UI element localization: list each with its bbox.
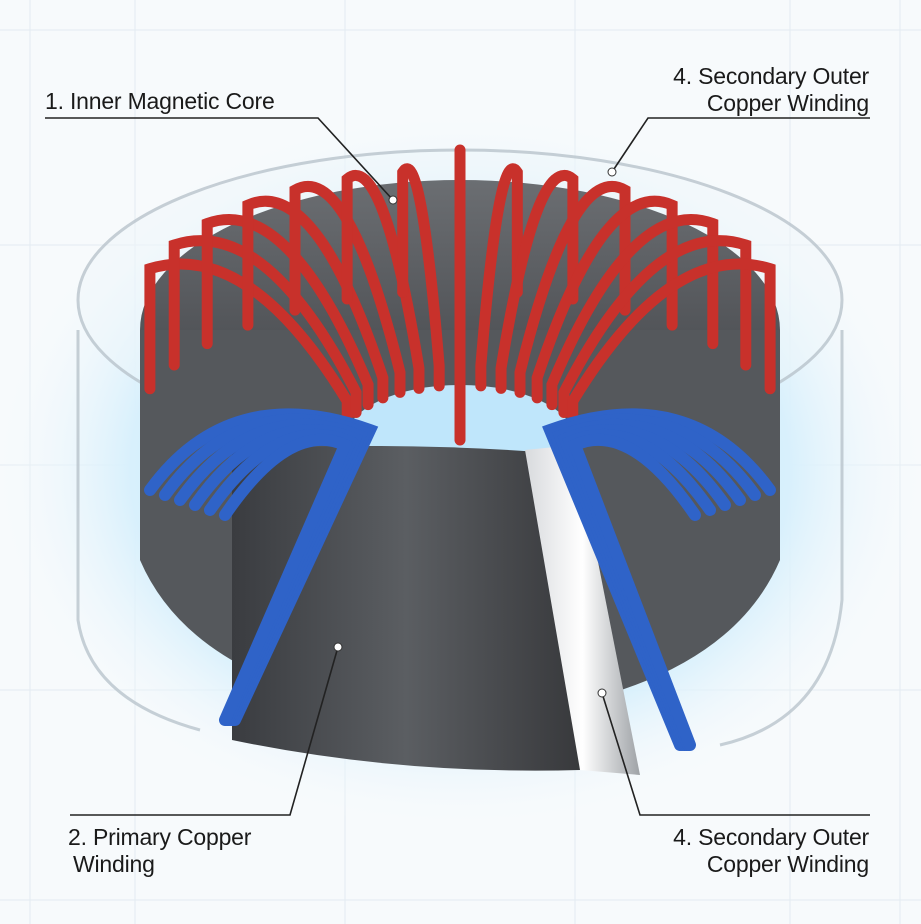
label-text: 1. Inner Magnetic Core	[45, 88, 275, 114]
label-inner-magnetic-core: 1. Inner Magnetic Core	[45, 88, 275, 115]
winding-loop	[242, 195, 389, 404]
callout-dots	[333, 167, 617, 698]
winding-loop	[495, 170, 579, 394]
leader-lines	[45, 117, 870, 816]
winding-loop	[168, 235, 362, 418]
winding-loop	[341, 170, 425, 394]
winding-loop	[514, 180, 631, 398]
label-text: 4. Secondary Outer	[673, 824, 869, 850]
winding-loop	[201, 214, 374, 411]
winding-loop	[567, 258, 776, 427]
label-secondary-winding-bottom: 4. Secondary Outer Copper Winding	[673, 824, 869, 878]
label-secondary-winding-top: 4. Secondary Outer Copper Winding	[673, 63, 869, 117]
winding-loop	[567, 433, 701, 751]
winding-loop	[397, 163, 445, 392]
secondary-blue-windings	[144, 408, 776, 751]
label-text: 4. Secondary Outer	[673, 63, 869, 89]
winding-loop	[558, 235, 752, 418]
insulation-band	[525, 445, 640, 775]
primary-red-windings	[144, 144, 776, 446]
label-text: Copper Winding	[706, 90, 869, 116]
label-primary-winding: 2. Primary Copper Winding	[68, 824, 251, 878]
winding-loop	[531, 195, 678, 404]
winding-loop	[546, 214, 719, 411]
label-text: 2. Primary Copper	[68, 824, 252, 850]
winding-loop	[219, 433, 353, 726]
label-text: Winding	[73, 851, 155, 877]
label-text: Copper Winding	[706, 851, 869, 877]
winding-loop	[475, 163, 523, 392]
